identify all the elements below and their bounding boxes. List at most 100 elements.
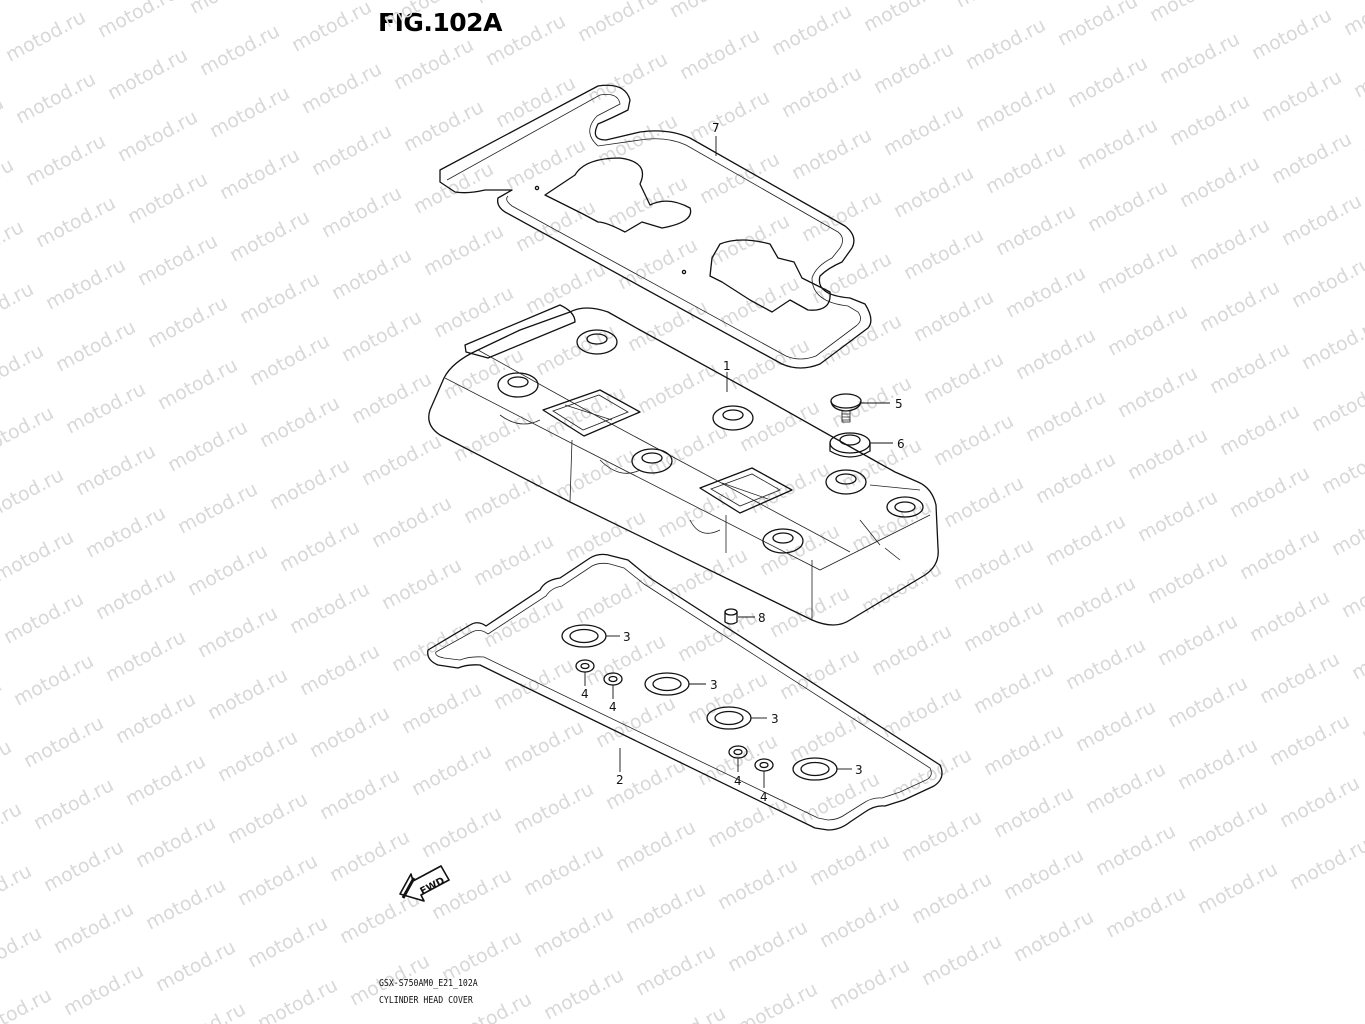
watermark-text: motod.ru xyxy=(1286,834,1365,894)
part-6-washer[interactable] xyxy=(829,432,871,458)
figure-code: GSX-S750AM0_E21_102A xyxy=(379,978,478,989)
callout-8: 8 xyxy=(758,611,766,625)
watermark-text: motod.ru xyxy=(970,658,1057,718)
watermark-text: motod.ru xyxy=(482,10,569,70)
watermark-text: motod.ru xyxy=(20,712,107,772)
watermark-text: motod.ru xyxy=(502,134,589,194)
watermark-text: motod.ru xyxy=(512,196,599,256)
watermark-text: motod.ru xyxy=(1072,696,1159,756)
watermark-text: motod.ru xyxy=(724,916,811,976)
watermark-text: motod.ru xyxy=(236,268,323,328)
watermark-text: motod.ru xyxy=(898,806,985,866)
part-8-dowel-pin[interactable] xyxy=(724,608,738,625)
watermark-text: motod.ru xyxy=(338,306,425,366)
watermark-text: motod.ru xyxy=(632,940,719,1000)
part-4-oring-d[interactable] xyxy=(754,758,774,772)
watermark-text: motod.ru xyxy=(816,892,903,952)
watermark-text: motod.ru xyxy=(0,736,15,796)
watermark-text: motod.ru xyxy=(530,902,617,962)
part-1-cylinder-head-cover[interactable] xyxy=(428,304,939,626)
watermark-text: motod.ru xyxy=(418,802,505,862)
watermark-text: motod.ru xyxy=(10,650,97,710)
watermark-text: motod.ru xyxy=(990,782,1077,842)
watermark-text: motod.ru xyxy=(972,76,1059,136)
watermark-text: motod.ru xyxy=(500,716,587,776)
part-3-plug-seal-d[interactable] xyxy=(792,757,838,781)
watermark-text: motod.ru xyxy=(1010,906,1097,966)
watermark-text: motod.ru xyxy=(12,68,99,128)
watermark-text: motod.ru xyxy=(288,0,375,56)
watermark-text: motod.ru xyxy=(1338,562,1365,622)
watermark-text: motod.ru xyxy=(1348,624,1365,684)
callout-4-d: 4 xyxy=(760,790,768,804)
part-2-cover-gasket[interactable] xyxy=(427,553,943,831)
watermark-text: motod.ru xyxy=(0,340,47,400)
watermark-text: motod.ru xyxy=(62,378,149,438)
watermark-text: motod.ru xyxy=(716,272,803,332)
watermark-text: motod.ru xyxy=(1268,128,1355,188)
watermark-text: motod.ru xyxy=(1276,772,1363,832)
watermark-text: motod.ru xyxy=(540,964,627,1024)
callout-3-b: 3 xyxy=(710,678,718,692)
watermark-text: motod.ru xyxy=(622,878,709,938)
watermark-text: motod.ru xyxy=(766,582,853,642)
watermark-text: motod.ru xyxy=(1084,176,1171,236)
watermark-text: motod.ru xyxy=(296,640,383,700)
watermark-text: motod.ru xyxy=(908,868,995,928)
part-3-plug-seal-b[interactable] xyxy=(644,672,690,696)
watermark-text: motod.ru xyxy=(806,830,893,890)
watermark-text: motod.ru xyxy=(1340,0,1365,40)
watermark-text: motod.ru xyxy=(1266,710,1353,770)
part-7-gasket-plate[interactable] xyxy=(439,84,872,369)
watermark-text: motod.ru xyxy=(666,0,753,22)
watermark-text: motod.ru xyxy=(0,216,27,276)
watermark-text: motod.ru xyxy=(930,410,1017,470)
watermark-text: motod.ru xyxy=(1012,324,1099,384)
watermark-text: motod.ru xyxy=(574,0,661,46)
watermark-text: motod.ru xyxy=(704,792,791,852)
watermark-text: motod.ru xyxy=(472,0,559,8)
watermark-text: motod.ru xyxy=(1246,586,1333,646)
watermark-text: motod.ru xyxy=(1092,820,1179,880)
watermark-text: motod.ru xyxy=(244,912,331,972)
watermark-text: motod.ru xyxy=(1052,572,1139,632)
watermark-text: motod.ru xyxy=(104,44,191,104)
watermark-text: motod.ru xyxy=(1154,610,1241,670)
watermark-text: motod.ru xyxy=(194,602,281,662)
watermark-text: motod.ru xyxy=(1256,648,1343,708)
watermark-text: motod.ru xyxy=(82,502,169,562)
watermark-text: motod.ru xyxy=(532,320,619,380)
watermark-text: motod.ru xyxy=(1114,362,1201,422)
watermark-text: motod.ru xyxy=(0,798,25,858)
watermark-text: motod.ru xyxy=(960,596,1047,656)
watermark-text: motod.ru xyxy=(460,468,547,528)
watermark-text: motod.ru xyxy=(1102,882,1189,942)
watermark-text: motod.ru xyxy=(1248,4,1335,64)
callout-4-a: 4 xyxy=(581,687,589,701)
part-5-bolt[interactable] xyxy=(830,393,862,423)
callout-3-a: 3 xyxy=(623,630,631,644)
figure-name: CYLINDER HEAD COVER xyxy=(379,995,473,1006)
watermark-text: motod.ru xyxy=(888,744,975,804)
watermark-text: motod.ru xyxy=(1206,338,1293,398)
leader-lines xyxy=(584,136,893,788)
watermark-text: motod.ru xyxy=(204,664,291,724)
watermark-text: motod.ru xyxy=(358,430,445,490)
watermark-text: motod.ru xyxy=(328,244,415,304)
watermark-text: motod.ru xyxy=(132,812,219,872)
watermark-text: motod.ru xyxy=(122,750,209,810)
watermark-text: motod.ru xyxy=(276,516,363,576)
part-3-plug-seal-a[interactable] xyxy=(561,624,607,648)
watermark-text: motod.ru xyxy=(734,978,821,1024)
watermark-text: motod.ru xyxy=(1318,438,1365,498)
watermark-text: motod.ru xyxy=(1054,0,1141,50)
watermark-text: motod.ru xyxy=(0,464,67,524)
watermark-text: motod.ru xyxy=(154,354,241,414)
watermark-text: motod.ru xyxy=(1064,52,1151,112)
watermark-text: motod.ru xyxy=(1074,114,1161,174)
watermark-text: motod.ru xyxy=(818,310,905,370)
watermark-text: motod.ru xyxy=(0,526,77,586)
watermark-text: motod.ru xyxy=(918,930,1005,990)
